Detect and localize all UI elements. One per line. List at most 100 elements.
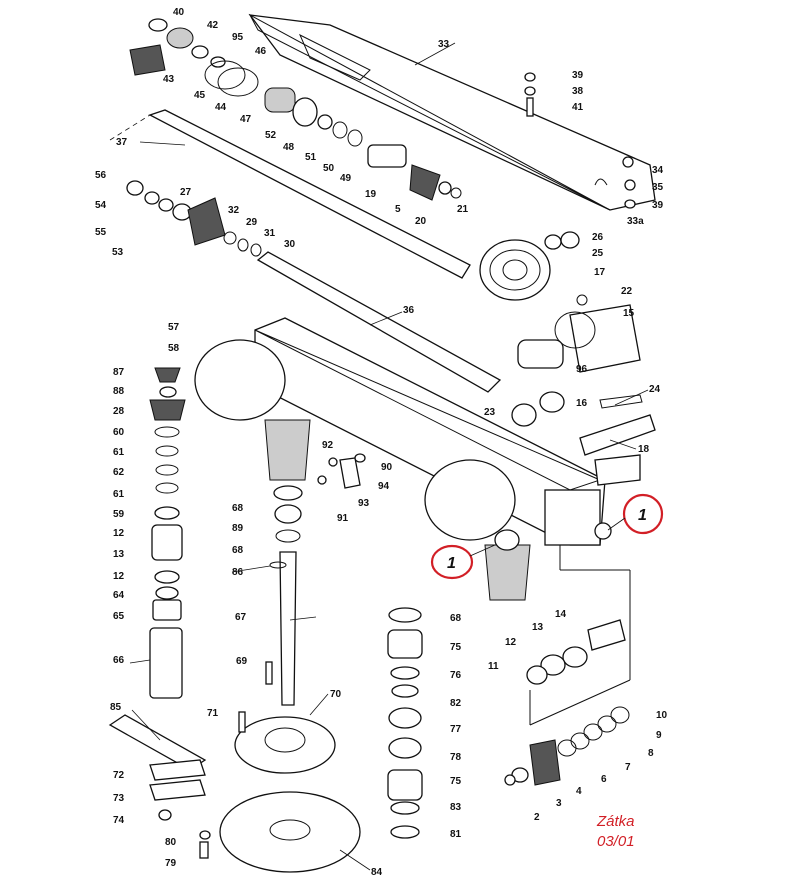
part-label: 75 <box>450 642 462 653</box>
part-label: 73 <box>113 793 125 804</box>
part-label: 71 <box>207 708 219 719</box>
part-label: 5 <box>395 204 401 215</box>
note-line-1: Zátka <box>596 813 635 830</box>
part-label: 93 <box>358 498 370 509</box>
gearbox-frame <box>194 317 641 610</box>
part-label: 42 <box>207 20 219 31</box>
bolt-parts-right <box>524 72 636 209</box>
part-label: 83 <box>450 802 462 813</box>
part-label: 41 <box>572 102 584 113</box>
part-label: 13 <box>532 622 544 633</box>
part-label: 44 <box>215 102 227 113</box>
part-label: 39 <box>652 200 664 211</box>
leader-lines <box>129 42 649 871</box>
part-label: 27 <box>180 187 192 198</box>
part-label: 46 <box>255 46 267 57</box>
top-housing-plate <box>248 13 656 211</box>
part-label: 88 <box>113 386 125 397</box>
marker-label: 1 <box>638 507 647 524</box>
part-label: 70 <box>330 689 342 700</box>
part-label: 69 <box>236 656 248 667</box>
part-label: 78 <box>450 752 462 763</box>
part-label: 35 <box>652 182 664 193</box>
part-label: 29 <box>246 217 258 228</box>
disc-group <box>108 711 361 873</box>
middle-shaft-group <box>265 485 303 706</box>
part-label: 52 <box>265 130 277 141</box>
part-label: 33 <box>438 39 450 50</box>
part-label: 48 <box>283 142 295 153</box>
part-label: 87 <box>113 367 125 378</box>
bottom-right-gear-group <box>504 610 631 786</box>
left-gear-group <box>126 180 262 257</box>
part-label: 45 <box>194 90 206 101</box>
part-label: 91 <box>337 513 349 524</box>
shaft-18 <box>579 394 656 456</box>
part-label: 90 <box>381 462 393 473</box>
shaft-36 <box>256 251 502 393</box>
part-label: 47 <box>240 114 252 125</box>
part-label: 68 <box>450 613 462 624</box>
part-label: 55 <box>95 227 107 238</box>
part-label: 40 <box>173 7 185 18</box>
part-label: 60 <box>113 427 125 438</box>
note-line-2: 03/01 <box>597 833 635 850</box>
shaft-37 <box>109 109 471 279</box>
part-label: 86 <box>232 567 244 578</box>
part-label: 12 <box>113 571 125 582</box>
part-label: 14 <box>555 609 567 620</box>
part-label: 25 <box>592 248 604 259</box>
part-label: 18 <box>638 444 650 455</box>
plug-note: Zátka 03/01 <box>596 813 635 850</box>
part-label: 92 <box>322 440 334 451</box>
part-label: 82 <box>450 698 462 709</box>
part-label: 37 <box>116 137 128 148</box>
part-label: 64 <box>113 590 125 601</box>
part-label: 79 <box>165 858 177 869</box>
part-label: 12 <box>505 637 517 648</box>
part-label: 80 <box>165 837 177 848</box>
part-label: 21 <box>457 204 469 215</box>
part-label: 9 <box>656 730 662 741</box>
part-label: 77 <box>450 724 462 735</box>
part-label: 59 <box>113 509 125 520</box>
part-label: 54 <box>95 200 107 211</box>
part-label: 72 <box>113 770 125 781</box>
part-label: 85 <box>110 702 122 713</box>
part-label: 3 <box>556 798 562 809</box>
part-label: 10 <box>656 710 668 721</box>
part-label: 89 <box>232 523 244 534</box>
part-label: 95 <box>232 32 244 43</box>
part-number-labels: 40 42 95 46 43 45 44 47 52 48 51 50 49 1… <box>95 7 668 878</box>
part-label: 94 <box>378 481 390 492</box>
part-label: 50 <box>323 163 335 174</box>
part-label: 20 <box>415 216 427 227</box>
part-label: 53 <box>112 247 124 258</box>
part-label: 7 <box>625 762 631 773</box>
part-label: 96 <box>576 364 588 375</box>
part-label: 26 <box>592 232 604 243</box>
part-label: 34 <box>652 165 664 176</box>
part-label: 57 <box>168 322 180 333</box>
part-label: 36 <box>403 305 415 316</box>
part-label: 16 <box>576 398 588 409</box>
part-label: 33a <box>627 216 644 227</box>
part-label: 17 <box>594 267 606 278</box>
part-label: 68 <box>232 545 244 556</box>
part-label: 6 <box>601 774 607 785</box>
part-label: 22 <box>621 286 633 297</box>
part-label: 67 <box>235 612 247 623</box>
part-label: 28 <box>113 406 125 417</box>
right-middle-stack <box>387 607 423 839</box>
part-label: 74 <box>113 815 125 826</box>
part-label: 4 <box>576 786 582 797</box>
part-label: 81 <box>450 829 462 840</box>
part-label: 76 <box>450 670 462 681</box>
part-label: 43 <box>163 74 175 85</box>
part-label: 32 <box>228 205 240 216</box>
part-label: 15 <box>623 308 635 319</box>
part-label: 24 <box>649 384 661 395</box>
part-label: 39 <box>572 70 584 81</box>
part-label: 49 <box>340 173 352 184</box>
